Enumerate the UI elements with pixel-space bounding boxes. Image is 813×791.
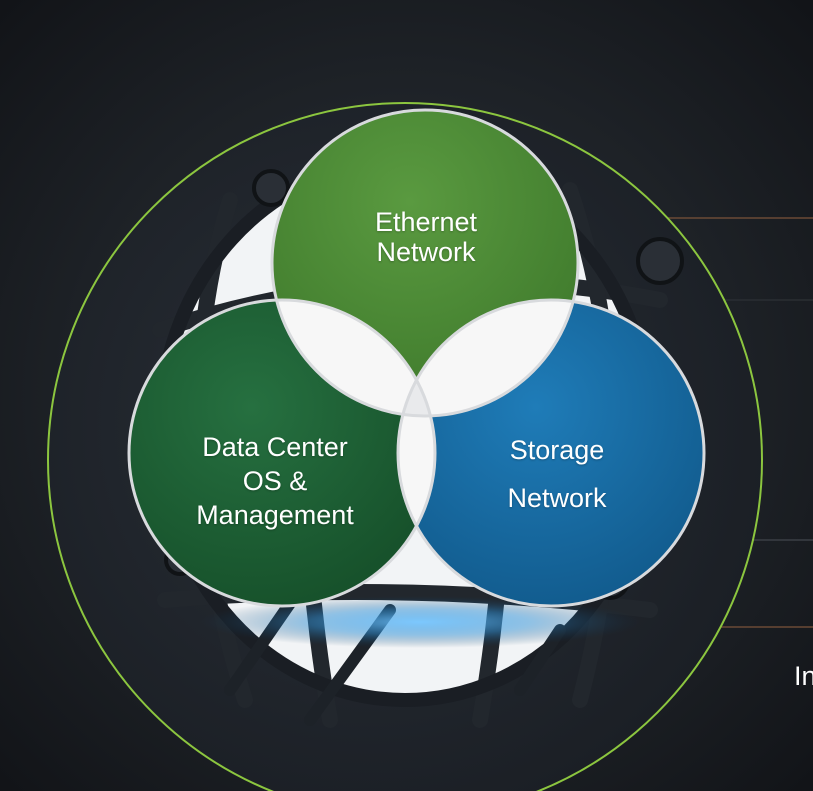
label-line: Data Center xyxy=(202,432,348,462)
venn-overlaps xyxy=(272,300,578,606)
label-line: Storage xyxy=(509,435,605,465)
venn-outlines xyxy=(127,108,706,608)
reflection-glow xyxy=(200,596,640,648)
label-ethernet-network: Ethernet Network xyxy=(375,207,477,267)
label-line: Ethernet xyxy=(374,207,478,237)
partial-caption: In xyxy=(794,661,813,691)
label-line: Network xyxy=(376,237,476,267)
label-line: OS & xyxy=(242,466,308,496)
label-line: Management xyxy=(196,500,354,530)
label-line: Network xyxy=(507,483,607,513)
label-storage-network: Storage Network xyxy=(507,435,606,513)
label-data-center: Data Center OS & Management xyxy=(196,432,354,530)
